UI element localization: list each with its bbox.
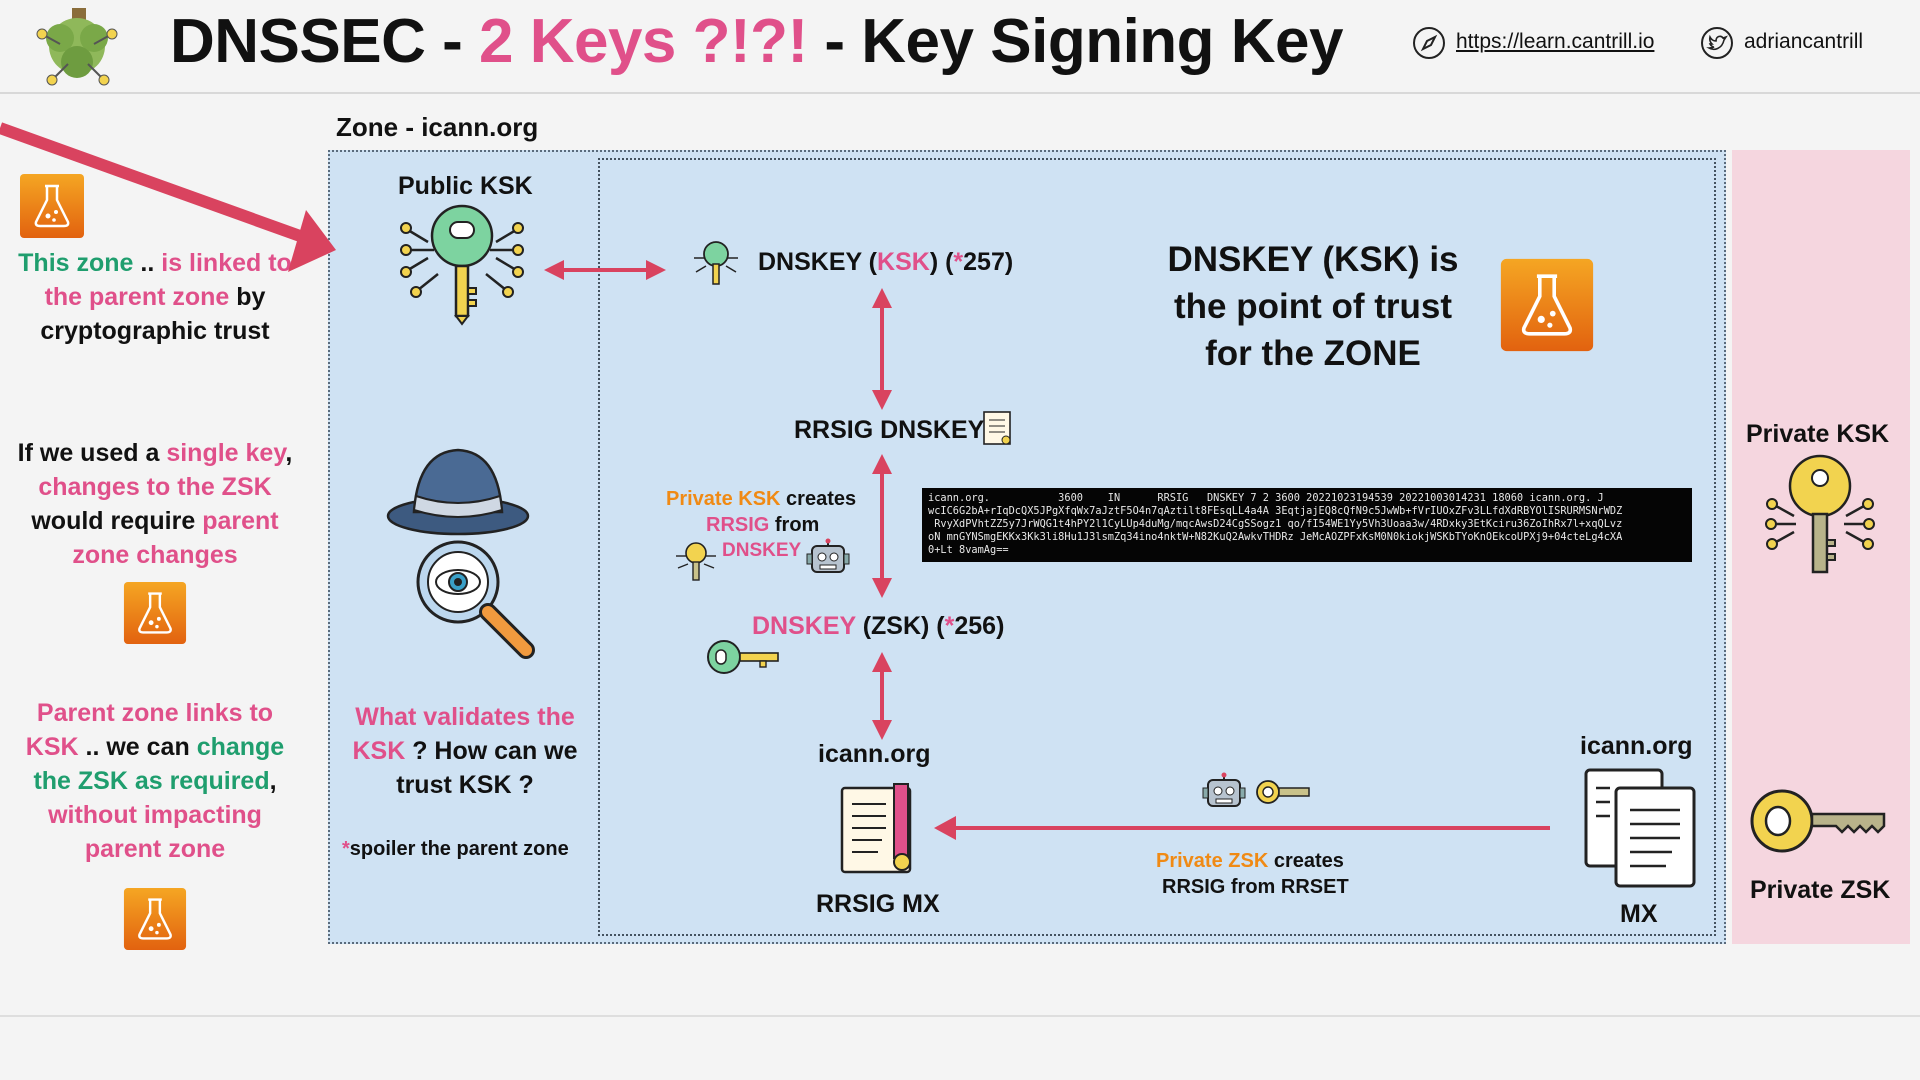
code-line: oN mnGYNSmgEKKx3Kk3li8Hu1J3lsmZq34ino4nk… — [928, 531, 1623, 543]
code-line: 0+Lt 8vamAg== — [928, 544, 1009, 556]
flask-icon — [123, 581, 187, 645]
point-of-trust-line: for the ZONE — [1205, 334, 1421, 373]
title-part-1: DNSSEC - — [170, 7, 479, 76]
flask-icon — [123, 887, 187, 951]
private-ksk-label: Private KSK — [1746, 420, 1890, 448]
validate-question: What validates the KSK ? How can we trus… — [352, 703, 578, 799]
title-part-2: 2 Keys ?!?! — [478, 7, 808, 76]
title-part-3: - Key Signing Key — [807, 7, 1344, 76]
header-bar: DNSSEC - 2 Keys ?!?! - Key Signing Key h… — [0, 0, 1920, 94]
code-line: wcIC6G2bA+rIqDcQX5JPgXfqWx7aJztF5O4n7qAz… — [928, 505, 1623, 517]
private-ksk-small-key-icon — [676, 542, 716, 581]
public-ksk-key-icon — [400, 204, 524, 326]
spoiler-note: *spoiler the parent zone — [342, 838, 569, 860]
robot-icon — [806, 538, 850, 573]
private-zsk-key-icon — [1750, 789, 1886, 853]
public-ksk-label: Public KSK — [398, 172, 533, 200]
twitter-handle[interactable]: adriancantrill — [1744, 30, 1864, 53]
ksk-small-key-icon — [694, 241, 738, 285]
private-ksk-creates-line1: Private KSK creates — [666, 488, 857, 510]
private-zsk-small-key-icon — [1256, 780, 1310, 804]
private-ksk-creates-line3: DNSKEY — [722, 540, 802, 561]
twitter-icon — [1701, 27, 1733, 59]
mx-label: MX — [1620, 900, 1658, 928]
point-of-trust-line: DNSKEY (KSK) is — [1167, 240, 1459, 279]
page-title: DNSSEC - 2 Keys ?!?! - Key Signing Key — [170, 6, 1344, 77]
logo-tree-icon — [36, 8, 118, 86]
flask-icon — [1500, 258, 1594, 352]
point-of-trust-note: DNSKEY (KSK) is the point of trust for t… — [1138, 236, 1488, 377]
left-note-parent-zone: Parent zone links to KSK .. we can chang… — [25, 699, 285, 863]
dnskey-records-box — [598, 158, 1716, 936]
zsk-small-key-icon — [707, 640, 779, 674]
private-ksk-key-icon — [1765, 454, 1875, 574]
big-arrow-head — [288, 210, 336, 272]
scroll-icon — [983, 411, 1011, 445]
private-zsk-creates-line2: RRSIG from RRSET — [1162, 876, 1349, 898]
code-line: RvyXdPVhtZZ5y7JrWQG1t4hPY2l1CyLUp4duMg/m… — [928, 518, 1623, 530]
icann-org-label-right: icann.org — [1580, 732, 1693, 760]
flask-icon — [20, 174, 84, 238]
compass-icon — [1413, 27, 1445, 59]
robot-icon — [1202, 772, 1246, 807]
point-of-trust-line: the point of trust — [1173, 287, 1452, 326]
detective-icon — [386, 448, 535, 659]
code-line: icann.org. 3600 IN RRSIG DNSKEY 7 2 3600… — [928, 492, 1604, 504]
icann-org-label-left: icann.org — [818, 740, 931, 768]
dnskey-ksk-label: DNSKEY (KSK) (*257) — [758, 248, 1014, 276]
left-note-linked: This zone .. is linked to the parent zon… — [18, 249, 292, 345]
rrsig-dnskey-label: RRSIG DNSKEY — [794, 416, 985, 444]
dnskey-zsk-label: DNSKEY (ZSK) (*256) — [752, 612, 1005, 640]
private-zsk-label: Private ZSK — [1750, 876, 1891, 904]
rrsig-mx-label: RRSIG MX — [816, 890, 940, 918]
footer-divider — [0, 1015, 1920, 1017]
private-zsk-creates-line1: Private ZSK creates — [1156, 850, 1344, 872]
documents-icon — [1584, 768, 1696, 888]
private-ksk-creates-line2: RRSIG from — [706, 514, 820, 536]
certificate-scroll-icon — [840, 783, 912, 874]
zone-label: Zone - icann.org — [336, 112, 539, 142]
left-note-single-key: If we used a single key, changes to the … — [17, 439, 293, 569]
course-link[interactable]: https://learn.cantrill.io — [1456, 30, 1655, 53]
rrsig-record-output: icann.org. 3600 IN RRSIG DNSKEY 7 2 3600… — [922, 488, 1692, 562]
